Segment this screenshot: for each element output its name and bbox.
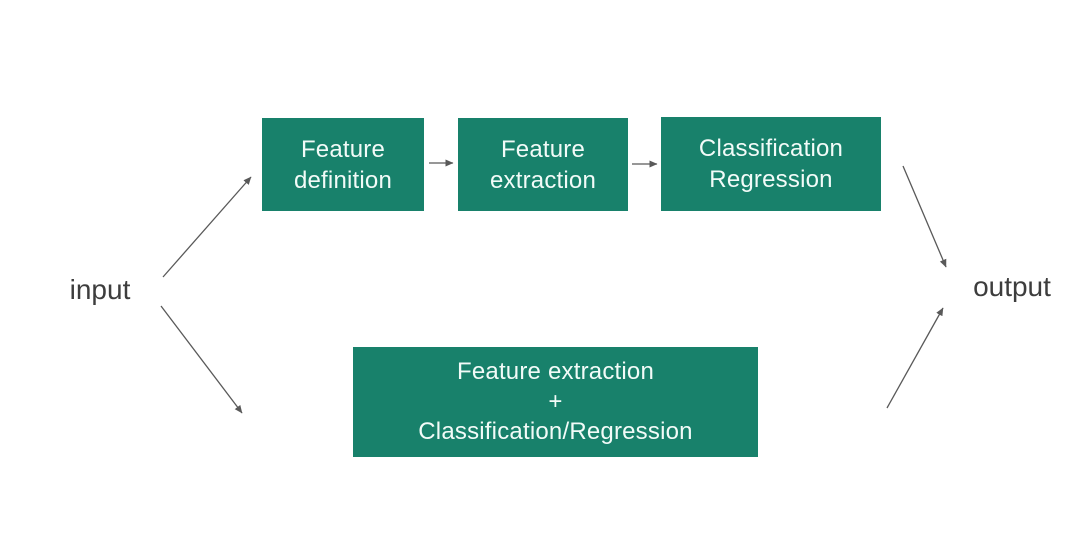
node-label-line: Feature extraction bbox=[456, 358, 655, 385]
node-label-line: Regression bbox=[709, 166, 833, 193]
arrow-classification-regression-to-output bbox=[902, 165, 947, 268]
node-label-line: extraction bbox=[489, 166, 597, 194]
output-label: output bbox=[973, 271, 1051, 302]
node-label-line: Classification bbox=[698, 135, 844, 162]
node-feature-extraction-plus-classification: Feature extraction + Classification/Regr… bbox=[353, 347, 758, 457]
input-label: input bbox=[69, 274, 131, 305]
node-label-line: + bbox=[548, 388, 563, 415]
arrow-input-to-feature-definition bbox=[162, 176, 252, 278]
arrow-input-to-combined-box bbox=[160, 305, 243, 414]
node-label-line: Classification/Regression bbox=[418, 418, 693, 445]
node-label-line: definition bbox=[293, 166, 393, 194]
node-feature-definition: Feature definition bbox=[262, 118, 424, 211]
node-label-line: Feature bbox=[300, 135, 386, 163]
node-label-line: Feature bbox=[500, 135, 586, 163]
node-feature-extraction: Feature extraction bbox=[458, 118, 628, 211]
node-classification-regression: Classification Regression bbox=[661, 117, 881, 211]
arrow-combined-box-to-output bbox=[886, 307, 944, 409]
